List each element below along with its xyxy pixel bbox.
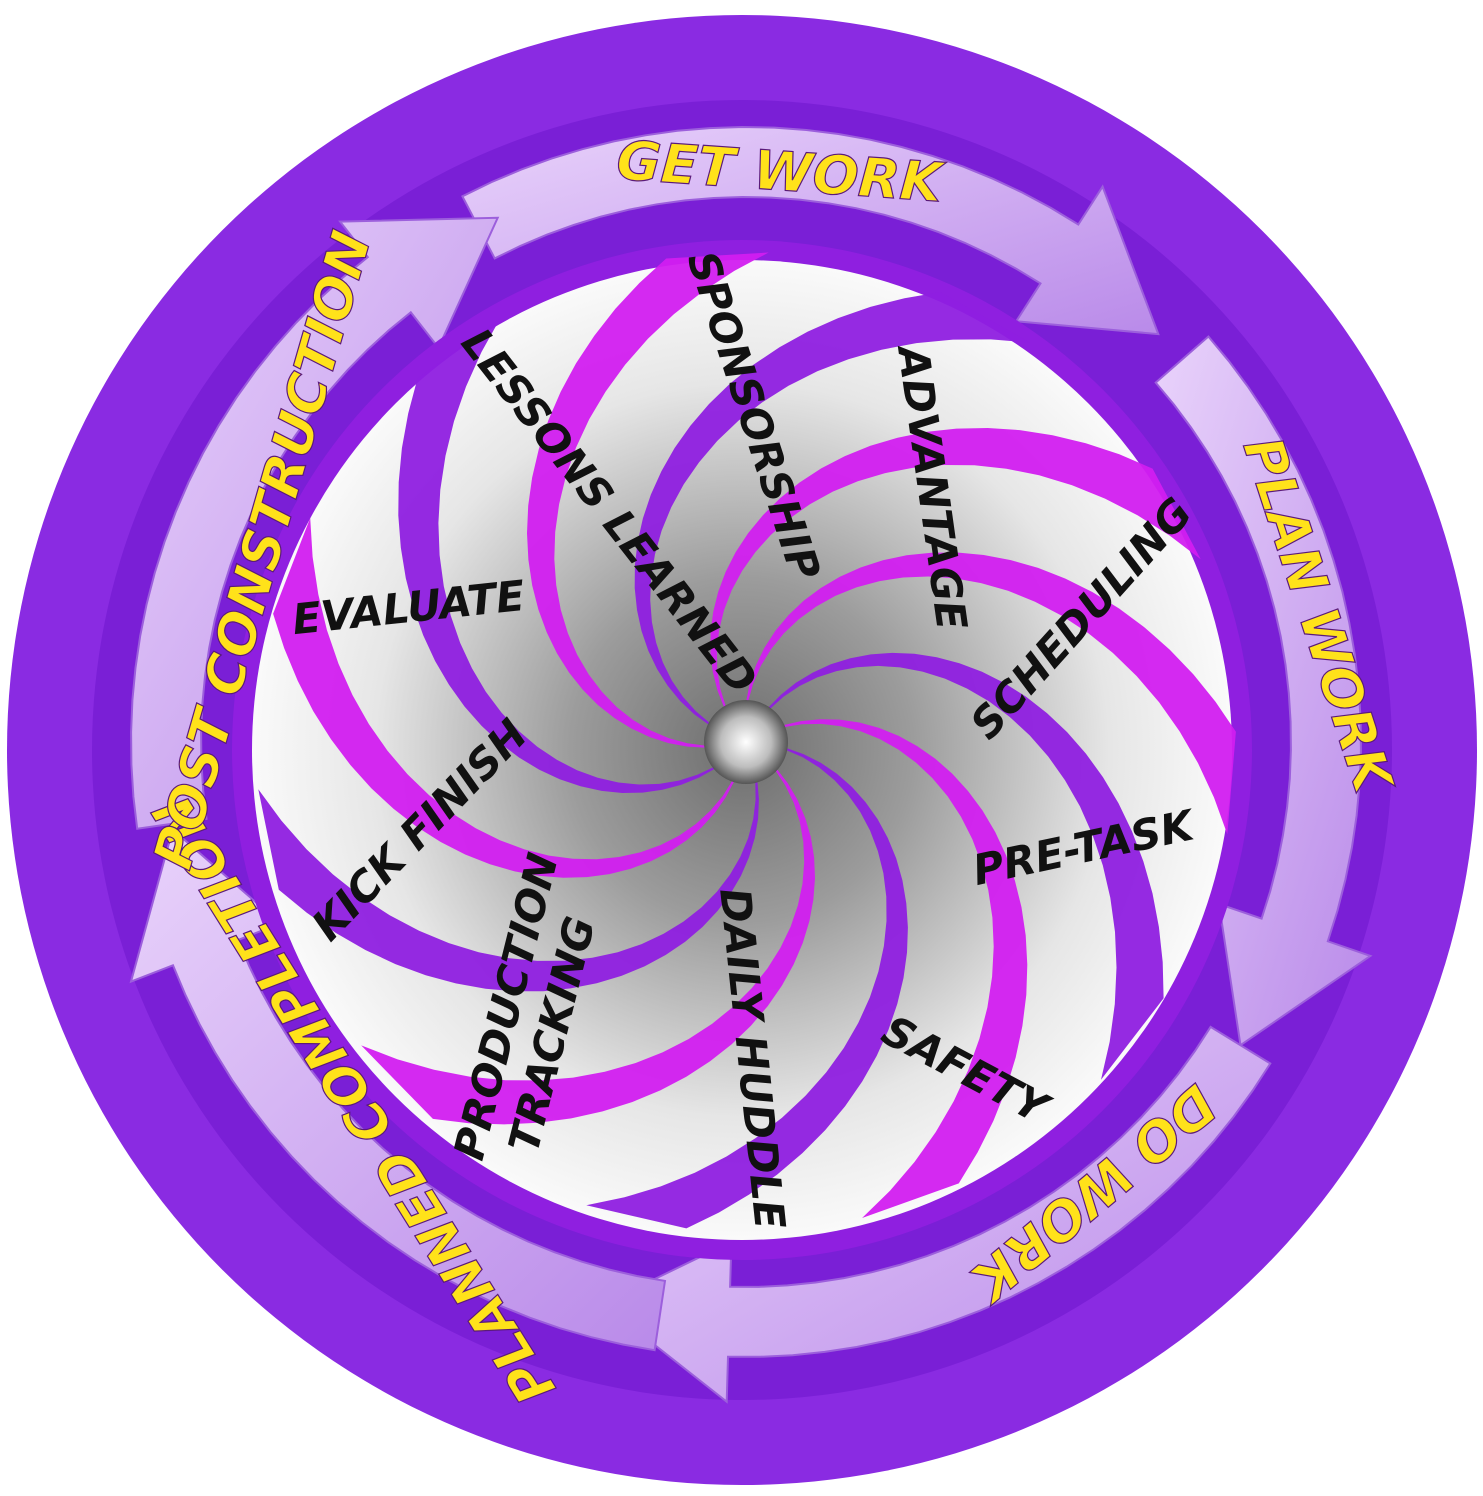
center-hub-icon: [704, 700, 788, 784]
